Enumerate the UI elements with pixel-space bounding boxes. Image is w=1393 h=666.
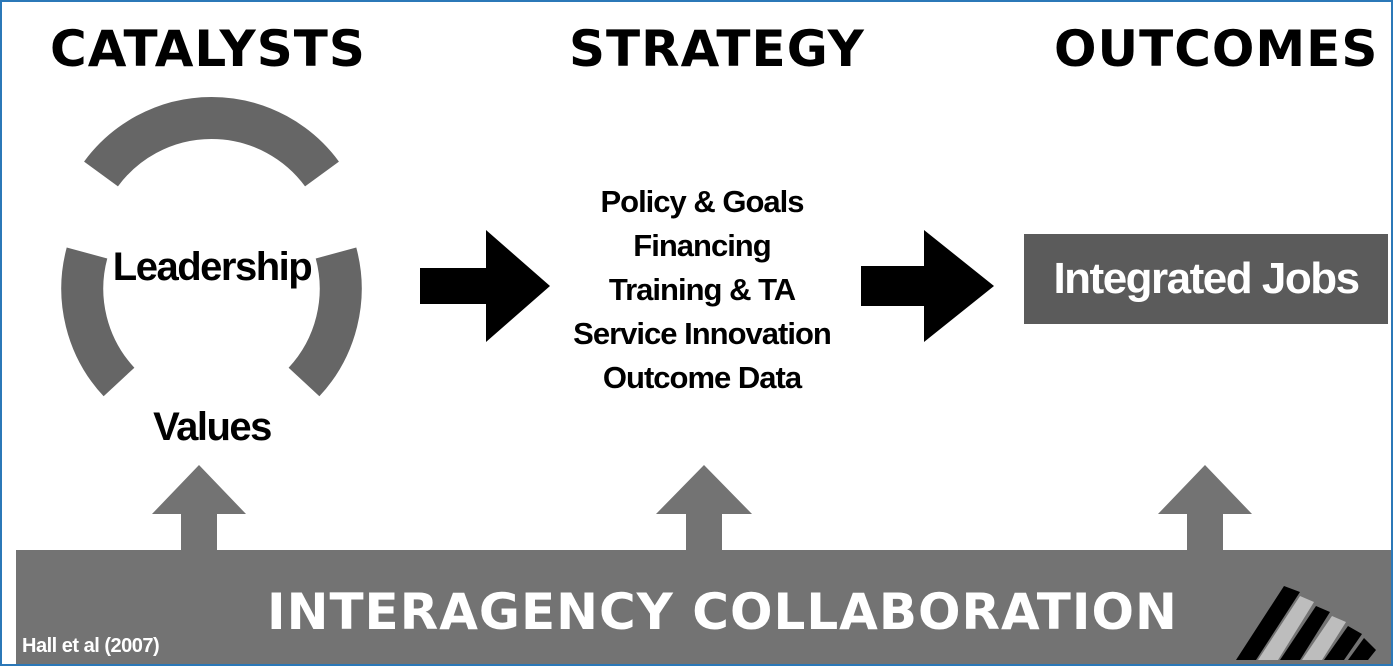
up-arrow-icon [1158,465,1252,552]
heading-catalysts: CATALYSTS [50,20,366,78]
outcome-box: Integrated Jobs [1024,234,1388,324]
heading-strategy: STRATEGY [569,20,865,78]
catalyst-values: Values [153,405,272,449]
catalyst-leadership: Leadership [112,245,313,289]
strategy-list: Policy & Goals Financing Training & TA S… [547,180,857,400]
strategy-item: Training & TA [608,272,796,307]
up-arrow-icon [152,465,246,552]
up-arrow-icon [656,465,752,552]
heading-outcomes: OUTCOMES [1054,20,1379,78]
strategy-item: Policy & Goals [600,184,804,219]
strategy-item: Outcome Data [602,360,802,395]
citation: Hall et al (2007) [22,635,160,657]
strategy-item: Service Innovation [573,316,832,351]
strategy-item: Financing [633,228,771,263]
cycle-arc-top [84,97,339,187]
right-arrow-icon [420,230,550,342]
foundation-bar [16,550,1391,664]
foundation-label: INTERAGENCY COLLABORATION [267,583,1178,641]
right-arrow-icon [861,230,994,342]
outcome-label: Integrated Jobs [1053,254,1360,303]
